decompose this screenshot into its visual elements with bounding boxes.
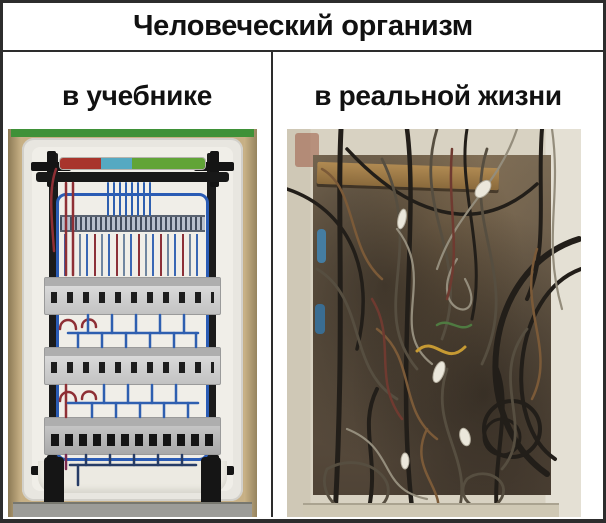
breaker-toggles (51, 362, 214, 373)
breaker-toggles (51, 434, 214, 446)
cabinet-foot-left (44, 457, 64, 513)
mount-bracket-top-left (31, 151, 71, 187)
cabinet-green-strip (11, 129, 254, 137)
marker-red (60, 158, 101, 169)
breaker-toggles (51, 292, 214, 303)
marker-green (132, 158, 205, 169)
breaker-row-3 (44, 417, 221, 455)
terminal-block-strip (60, 215, 205, 232)
comparison-body: в учебнике (3, 52, 603, 517)
busbar-color-markers (60, 158, 205, 169)
main-busbar (36, 172, 229, 182)
cabinet-edge-left (8, 129, 21, 517)
recess-sill (303, 503, 559, 517)
tidy-wiring-overlay (50, 167, 200, 487)
panel-real-life: в реальной жизни (273, 52, 603, 517)
column-divider (271, 52, 273, 517)
cabinet-bottom-cover (38, 461, 227, 493)
meme-title: Человеческий организм (3, 3, 603, 52)
panel-real-life-label: в реальной жизни (314, 79, 562, 111)
cabinet-shelf (13, 502, 252, 517)
panel-textbook-label: в учебнике (61, 79, 213, 111)
breaker-row-2 (44, 347, 221, 385)
din-rail-left (49, 153, 58, 485)
wire-drop-bundle (64, 234, 201, 276)
cabinet-edge-right (244, 129, 257, 517)
cabinet-foot-right (201, 457, 221, 513)
din-rail-right (207, 153, 216, 485)
photo-tangled-wires (287, 129, 581, 517)
messy-wiring-overlay (287, 129, 581, 517)
panel-textbook: в учебнике (3, 52, 271, 517)
breaker-row-1 (44, 277, 221, 315)
photo-tidy-electrical-panel (8, 129, 257, 517)
marker-cyan (100, 158, 133, 169)
wall-recess (313, 155, 551, 495)
mount-bracket-top-right (194, 151, 234, 187)
